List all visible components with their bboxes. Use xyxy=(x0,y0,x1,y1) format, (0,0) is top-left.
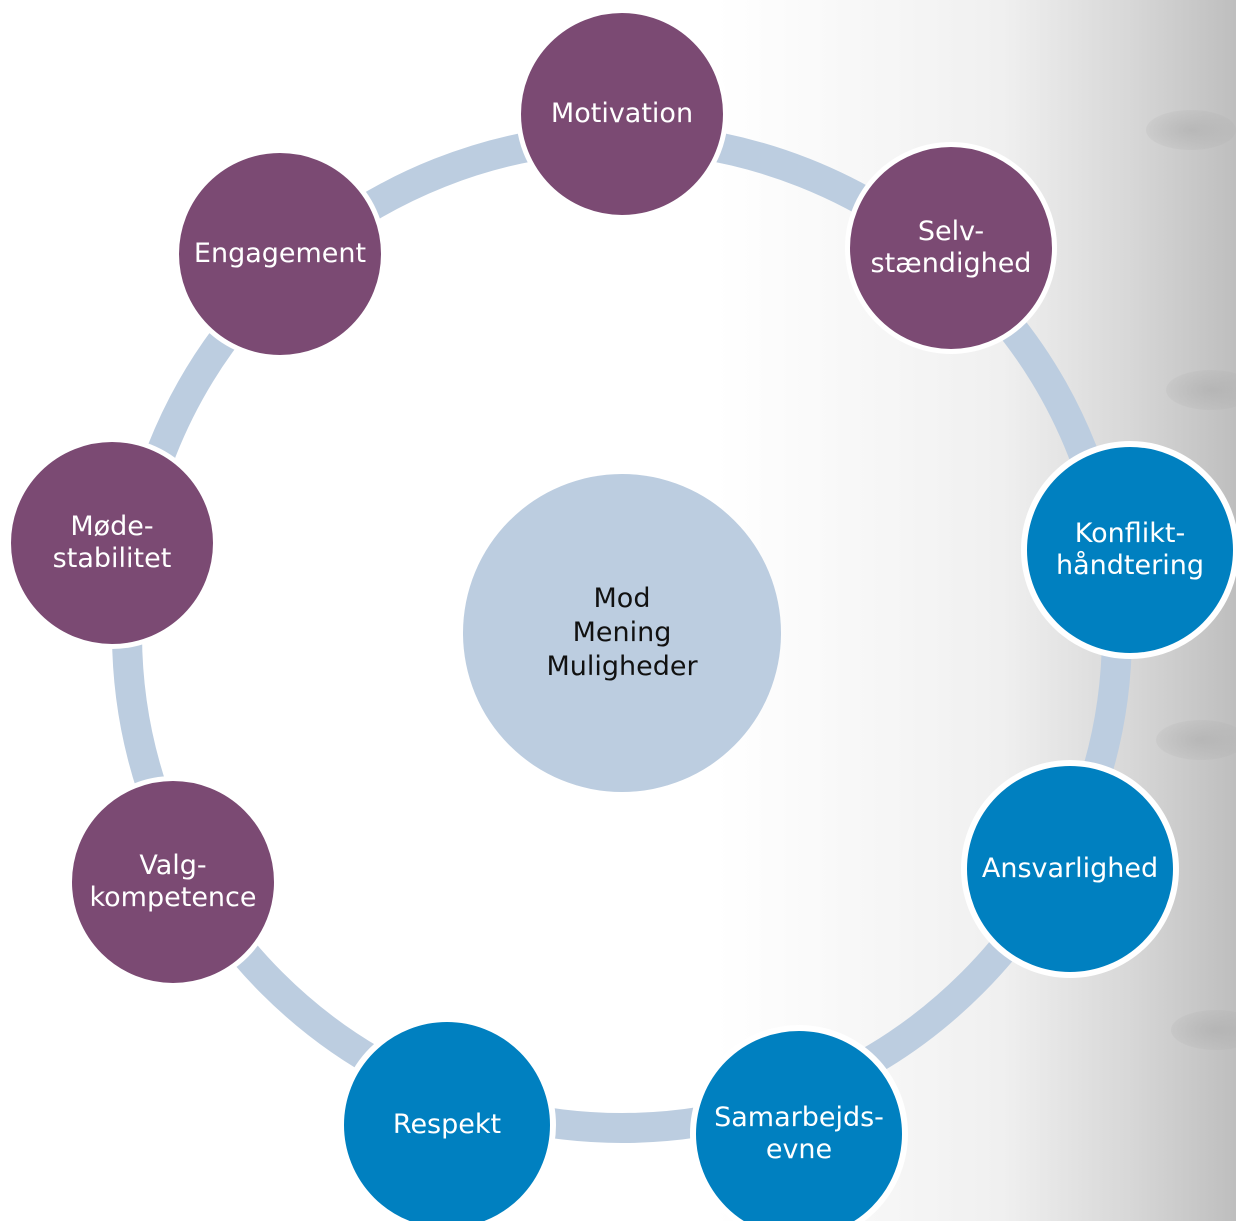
node-engagement: Engagement xyxy=(174,148,386,360)
node-motivation: Motivation xyxy=(516,8,728,220)
node-konflikthaandtering: Konflikt- håndtering xyxy=(1021,441,1236,659)
center-line-1: Mod xyxy=(593,583,651,615)
node-ansvarlighed: Ansvarlighed xyxy=(961,760,1179,978)
node-modestabilitet: Møde- stabilitet xyxy=(6,437,218,649)
node-samarbejdsevne: Samarbejds- evne xyxy=(690,1025,908,1221)
node-respekt: Respekt xyxy=(338,1016,556,1221)
node-selvstaendighed: Selv- stændighed xyxy=(845,142,1057,354)
center-circle: Mod Mening Muligheder xyxy=(463,474,781,792)
center-line-2: Mening xyxy=(572,617,672,649)
center-line-3: Muligheder xyxy=(546,650,698,682)
node-valgkompetence: Valg- kompetence xyxy=(67,776,279,988)
